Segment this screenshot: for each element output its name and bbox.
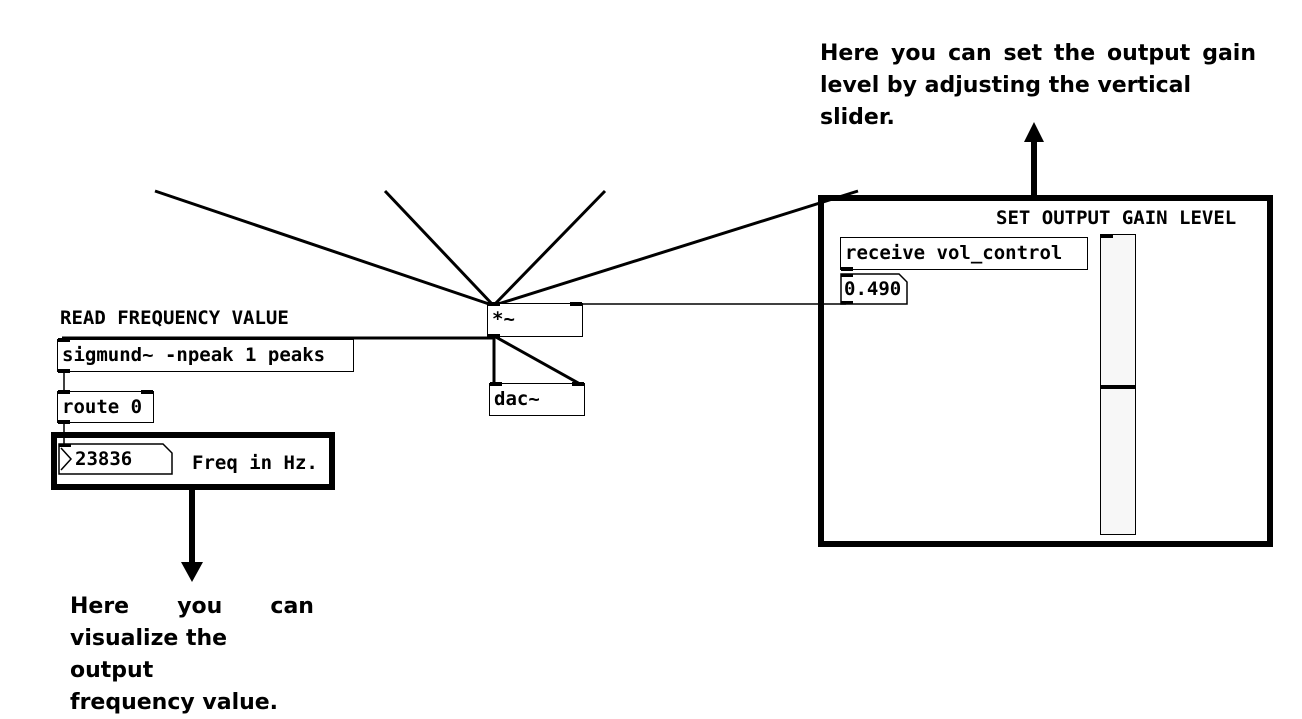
patch-cord <box>492 189 607 307</box>
frequency-annotation: Here you can visualize the output freque… <box>70 591 314 719</box>
gain-vertical-slider[interactable] <box>1100 234 1136 535</box>
receive-outlet <box>841 267 853 271</box>
multiply-inlet-left <box>488 302 500 306</box>
patch-cord <box>383 189 495 307</box>
route-outlet <box>58 420 70 424</box>
gain-value: 0.490 <box>844 278 902 300</box>
number-triangle-icon <box>60 447 73 471</box>
read-frequency-heading: READ FREQUENCY VALUE <box>60 307 289 329</box>
slider-handle[interactable] <box>1101 385 1135 389</box>
sigmund-outlet <box>58 369 70 373</box>
multiply-outlet <box>488 334 500 338</box>
dac-object[interactable]: dac~ <box>489 383 585 416</box>
gain-frame <box>818 195 1273 547</box>
multiply-inlet-right <box>570 302 582 306</box>
gain-annotation: Here you can set the output gain level b… <box>820 38 1256 134</box>
route-object[interactable]: route 0 <box>57 391 154 423</box>
annotation-word: Here <box>70 594 130 619</box>
route-inlet <box>58 390 70 394</box>
annotation-word: you <box>177 594 223 619</box>
number-box-outline <box>58 443 173 475</box>
gain-annotation-line2: level by adjusting the vertical slider. <box>820 73 1192 130</box>
patch-cord <box>494 189 859 307</box>
patch-cord <box>493 334 581 386</box>
slider-inlet <box>1101 235 1113 238</box>
frequency-frame <box>51 432 335 490</box>
frequency-number-box[interactable]: 23836 <box>58 443 173 475</box>
frequency-annotation-line1: Here you can <box>70 591 314 623</box>
sigmund-inlet <box>58 338 70 342</box>
multiply-object[interactable]: *~ <box>487 303 583 337</box>
set-gain-heading: SET OUTPUT GAIN LEVEL <box>996 207 1237 229</box>
patch-cord <box>154 189 493 307</box>
gain-annotation-line1: Here you can set the output gain <box>820 41 1256 66</box>
frequency-value: 23836 <box>75 448 133 470</box>
annotation-word: can <box>270 594 314 619</box>
receive-object[interactable]: receive vol_control <box>840 237 1088 270</box>
arrow-up-icon <box>1024 122 1044 142</box>
dac-inlet-left <box>490 382 502 386</box>
frequency-annotation-line2: visualize the output <box>70 626 228 683</box>
dac-inlet-right <box>572 382 584 386</box>
gain-number-box[interactable]: 0.490 <box>840 273 908 305</box>
number-box-outline <box>840 273 908 305</box>
arrow-down-icon <box>181 562 203 582</box>
frequency-annotation-line3: frequency value. <box>70 690 279 715</box>
patch-cords <box>62 122 1044 582</box>
sigmund-object[interactable]: sigmund~ -npeak 1 peaks <box>57 339 354 372</box>
route-inlet-right <box>141 390 153 394</box>
freq-label: Freq in Hz. <box>192 452 318 474</box>
